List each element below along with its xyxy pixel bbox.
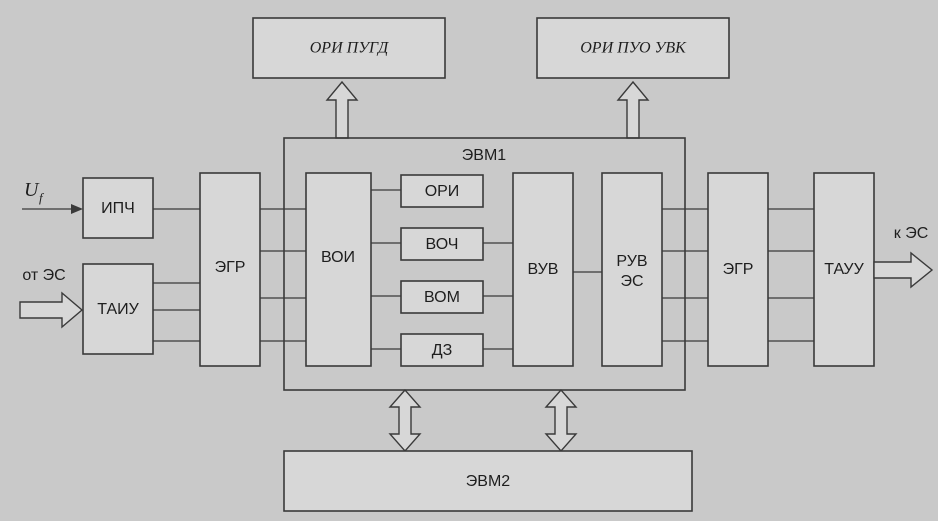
block-ipch: ИПЧ [82, 177, 154, 239]
bidir-arrow-evm1-evm2-left [388, 388, 422, 453]
block-egr-left-label: ЭГР [215, 259, 246, 276]
block-evm2-label: ЭВМ2 [466, 473, 511, 490]
block-taiu: ТАИУ [82, 263, 154, 355]
block-vom: ВОМ [400, 280, 484, 314]
to-es-label: к ЭС [894, 225, 929, 242]
block-voi-label: ВОИ [321, 249, 355, 266]
block-ori-pugd-label: ОРИ ПУГД [310, 40, 389, 57]
up-arrow-to-ori-pugd [325, 80, 359, 139]
to-es-arrow [873, 251, 934, 289]
bidir-arrow-evm1-evm2-right [544, 388, 578, 453]
block-voch: ВОЧ [400, 227, 484, 261]
block-ruv-es-label-1: РУВ [616, 253, 647, 270]
from-es-label: от ЭС [22, 267, 65, 284]
block-ipch-label: ИПЧ [101, 200, 135, 217]
block-egr-left: ЭГР [199, 172, 261, 367]
frame-evm1: ЭВМ1 [283, 137, 686, 391]
block-ori-puo-uvk: ОРИ ПУО УВК [536, 17, 730, 79]
block-tauu-label: ТАУУ [824, 261, 864, 278]
block-ruv-es-label-2: ЭС [620, 273, 643, 290]
block-ruv-es: РУВ ЭС [601, 172, 663, 367]
block-tauu: ТАУУ [813, 172, 875, 367]
block-egr-right: ЭГР [707, 172, 769, 367]
block-evm2: ЭВМ2 [283, 450, 693, 512]
block-voch-label: ВОЧ [426, 236, 459, 253]
frame-evm1-label: ЭВМ1 [462, 147, 507, 164]
block-dz: ДЗ [400, 333, 484, 367]
input-uf-label: U f [24, 179, 45, 205]
block-dz-label: ДЗ [432, 342, 453, 359]
from-es-arrow [19, 291, 84, 329]
input-uf-arrowhead [71, 204, 83, 214]
up-arrow-to-ori-puo-uvk [616, 80, 650, 139]
block-ori-label: ОРИ [425, 183, 460, 200]
block-taiu-label: ТАИУ [97, 301, 139, 318]
block-ori: ОРИ [400, 174, 484, 208]
block-vuv-label: ВУВ [528, 261, 559, 278]
input-uf-subscript: f [39, 190, 45, 205]
block-ori-puo-uvk-label: ОРИ ПУО УВК [580, 40, 687, 57]
input-uf-symbol: U [24, 179, 40, 201]
block-ori-pugd: ОРИ ПУГД [252, 17, 446, 79]
block-vuv: ВУВ [512, 172, 574, 367]
block-vom-label: ВОМ [424, 289, 460, 306]
block-voi: ВОИ [305, 172, 372, 367]
block-egr-right-label: ЭГР [723, 261, 754, 278]
